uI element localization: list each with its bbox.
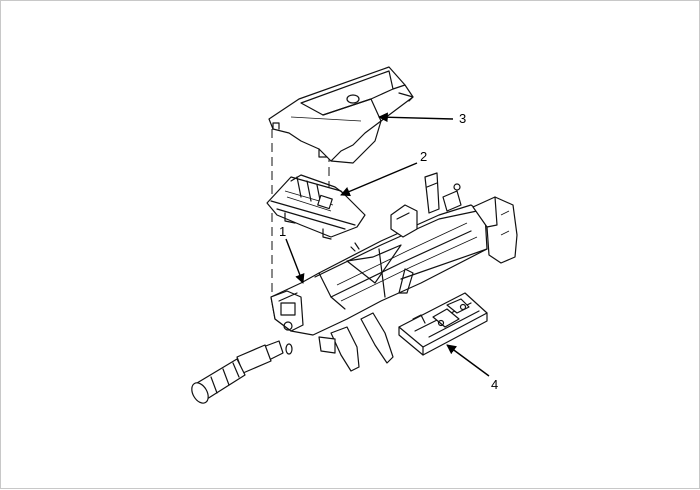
barrel-assembly xyxy=(191,340,293,404)
leader-3 xyxy=(378,112,454,123)
leader-4 xyxy=(446,344,490,377)
callout-1: 1 xyxy=(279,224,286,239)
callout-2: 2 xyxy=(420,149,427,164)
part-4-bottom-plate xyxy=(398,292,488,356)
leader-2 xyxy=(340,162,418,197)
callout-4: 4 xyxy=(491,377,498,392)
leader-1 xyxy=(285,238,305,284)
part-1-receiver xyxy=(270,172,518,372)
part-3-top-cover xyxy=(268,66,414,164)
callout-3: 3 xyxy=(459,111,466,126)
callout-leaders xyxy=(285,112,490,377)
